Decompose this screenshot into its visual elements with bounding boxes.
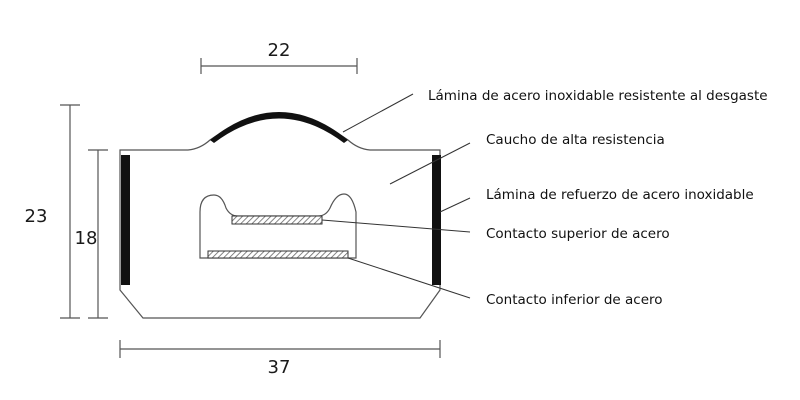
label-wear-plate: Lámina de acero inoxidable resistente al…	[428, 88, 768, 104]
label-rubber: Caucho de alta resistencia	[486, 132, 665, 148]
dimension-top-width: 22	[200, 40, 358, 74]
dimension-total-height-label: 23	[25, 206, 48, 227]
dimension-top-width-label: 22	[268, 40, 291, 61]
reinforcement-plate-left	[121, 155, 130, 285]
leader-rubber	[389, 142, 471, 185]
leader-lower-contact	[347, 257, 471, 299]
dimension-inner-height: 18	[75, 149, 108, 319]
label-lower-contact: Contacto inferior de acero	[486, 292, 663, 308]
leader-wear-plate	[342, 93, 414, 133]
dimension-bottom-width: 37	[119, 340, 441, 378]
reinforcement-plate-right	[432, 155, 441, 285]
lower-contact	[207, 250, 349, 259]
label-upper-contact: Contacto superior de acero	[486, 226, 670, 242]
leader-reinforcement	[439, 197, 471, 213]
dimension-bottom-width-label: 37	[268, 357, 291, 378]
wear-plate	[210, 112, 348, 143]
dimension-total-height: 23	[25, 104, 80, 319]
upper-contact	[231, 215, 323, 225]
label-reinforcement-plate: Lámina de refuerzo de acero inoxidable	[486, 187, 754, 203]
dimension-inner-height-label: 18	[75, 228, 98, 249]
leader-upper-contact	[321, 219, 471, 233]
